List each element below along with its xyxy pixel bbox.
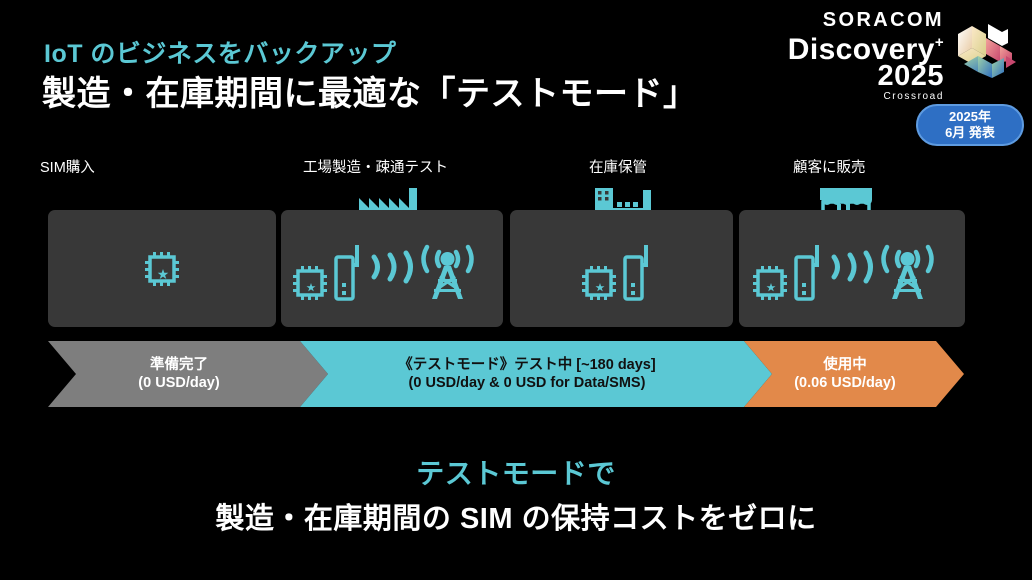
badge-line-1: 2025年	[949, 109, 991, 124]
panel-icon-group	[510, 210, 733, 327]
connectivity-group-icon	[293, 244, 474, 301]
timeline-segment-cost: (0.06 USD/day)	[794, 375, 896, 391]
timeline-segment-cost: (0 USD/day)	[138, 375, 220, 391]
logo-plus-mark: +	[934, 34, 944, 51]
timeline-segment-title: 使用中	[823, 357, 867, 373]
discovery-mark-icon	[958, 24, 1016, 78]
sim-chip-icon	[581, 265, 616, 300]
eyebrow-text: IoT のビジネスをバックアップ	[44, 40, 397, 68]
page-title: 製造・在庫期間に最適な「テストモード」	[42, 75, 698, 113]
logo-wordmark: SORACOM Discovery+ 2025 Crossroad	[788, 10, 944, 103]
footer-line-1: テストモードで	[416, 458, 616, 489]
panel-icon-group	[739, 210, 965, 327]
panel-icon-group	[281, 210, 503, 327]
footer-line-2: 製造・在庫期間の SIM の保持コストをゼロに	[215, 503, 817, 535]
badge-line-2: 6月 発表	[945, 125, 995, 140]
stage-panel-sell-customer	[739, 210, 965, 327]
timeline-segment-in-use: 使用中 (0.06 USD/day)	[744, 341, 964, 407]
panel-icon-group	[48, 210, 276, 327]
logo-discovery-word: Discovery	[787, 33, 935, 66]
sim-device-group-icon	[581, 244, 648, 301]
stage-label-sim-purchase: SIM購入	[40, 160, 95, 176]
connectivity-group-icon	[753, 244, 934, 301]
timeline-segment-test-mode: 《テストモード》テスト中 [~180 days] (0 USD/day & 0 …	[300, 341, 772, 407]
logo-year-text: 2025	[877, 60, 944, 92]
sim-chip-icon	[145, 251, 179, 286]
sim-chip-icon	[293, 265, 327, 300]
stage-label-factory-test: 工場製造・疎通テスト	[303, 160, 448, 176]
cell-tower-icon	[421, 244, 474, 299]
device-module-icon	[794, 244, 819, 301]
stage-panel-factory-test	[281, 210, 503, 327]
timeline-segment-title: 《テストモード》テスト中 [~180 days]	[398, 357, 656, 373]
logo-soracom-text: SORACOM	[822, 9, 944, 31]
factory-icon	[359, 188, 417, 216]
timeline-segment-cost: (0 USD/day & 0 USD for Data/SMS)	[408, 375, 646, 391]
signal-waves-icon	[831, 250, 873, 283]
lifecycle-timeline: 準備完了 (0 USD/day) 《テストモード》テスト中 [~180 days…	[48, 341, 964, 407]
cell-tower-icon	[881, 244, 934, 299]
soracom-discovery-logo: SORACOM Discovery+ 2025 Crossroad	[788, 8, 1024, 102]
device-module-icon	[334, 244, 359, 301]
logo-discovery-text: Discovery+	[788, 28, 944, 65]
stage-panel-warehouse	[510, 210, 733, 327]
stage-panel-sim-purchase	[48, 210, 276, 327]
signal-waves-icon	[371, 250, 413, 283]
device-module-icon	[622, 244, 648, 301]
stage-label-warehouse: 在庫保管	[589, 160, 647, 176]
release-date-badge: 2025年 6月 発表	[916, 104, 1024, 146]
timeline-segment-ready: 準備完了 (0 USD/day)	[48, 341, 328, 407]
logo-tagline-text: Crossroad	[883, 91, 944, 102]
timeline-segment-title: 準備完了	[150, 357, 208, 373]
stage-label-sell-customer: 顧客に販売	[793, 160, 866, 176]
sim-chip-icon	[753, 265, 787, 300]
